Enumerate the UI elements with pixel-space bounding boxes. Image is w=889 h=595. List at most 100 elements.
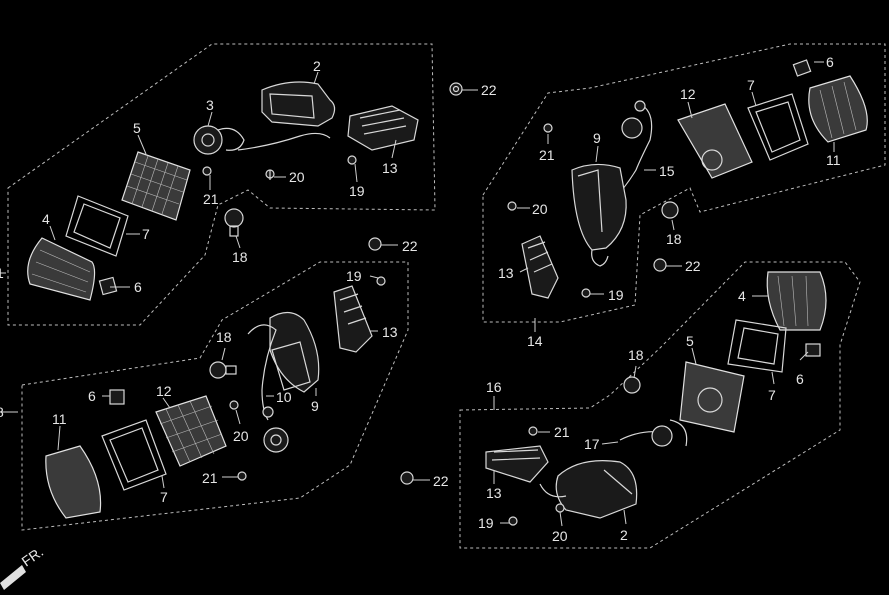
callout-4: 4 xyxy=(738,288,746,304)
callout-19: 19 xyxy=(346,268,362,284)
callout-18: 18 xyxy=(232,249,248,265)
callout-4: 4 xyxy=(42,211,50,227)
nut-icon xyxy=(400,471,414,485)
callout-2: 2 xyxy=(313,58,321,74)
callout-6: 6 xyxy=(88,388,96,404)
callout-18: 18 xyxy=(628,347,644,363)
clip-icon xyxy=(109,389,125,405)
nut-icon xyxy=(449,82,463,96)
group-4-parts xyxy=(400,271,827,526)
callout-15: 15 xyxy=(659,163,675,179)
callout-17: 17 xyxy=(584,436,600,452)
nut-icon xyxy=(368,237,382,251)
callout-6: 6 xyxy=(134,279,142,295)
bulb-socket-icon xyxy=(621,117,643,139)
margin-label-1: 1 xyxy=(0,265,4,281)
headlight-housing-icon xyxy=(261,81,336,127)
callout-16: 16 xyxy=(486,379,502,395)
relay-icon xyxy=(333,285,373,353)
callout-22: 22 xyxy=(481,82,497,98)
fr-label: FR. xyxy=(19,543,47,569)
group-3-outline xyxy=(21,261,409,531)
nut-icon xyxy=(653,258,667,272)
bulb-socket-icon xyxy=(651,425,673,447)
clip-icon xyxy=(98,276,118,296)
callout-12: 12 xyxy=(680,86,696,102)
relay-icon xyxy=(521,235,559,299)
callout-19: 19 xyxy=(608,287,624,303)
callout-13: 13 xyxy=(382,160,398,176)
margin-label-8: 8 xyxy=(0,404,4,420)
reflector-housing-icon xyxy=(679,361,745,433)
lens-cover-icon xyxy=(27,237,96,301)
relay-icon xyxy=(347,105,419,151)
callout-9: 9 xyxy=(593,130,601,146)
group-3-parts xyxy=(45,237,386,519)
callout-20: 20 xyxy=(532,201,548,217)
callout-22: 22 xyxy=(685,258,701,274)
group-2-parts xyxy=(507,59,868,299)
lens-cover-icon xyxy=(766,271,827,331)
callout-14: 14 xyxy=(527,333,543,349)
callout-9: 9 xyxy=(311,398,319,414)
taillight-housing-icon xyxy=(269,311,320,393)
relay-icon xyxy=(485,445,549,483)
headlight-housing-icon xyxy=(555,460,638,519)
front-arrow-icon xyxy=(0,565,26,590)
callout-18: 18 xyxy=(216,329,232,345)
reflector-housing-icon xyxy=(677,103,753,179)
gasket-icon xyxy=(101,419,167,491)
clip-icon xyxy=(805,343,821,357)
gasket-icon xyxy=(727,319,787,373)
callout-7: 7 xyxy=(142,226,150,242)
tail-lens-icon xyxy=(808,75,868,143)
gasket-icon xyxy=(65,195,129,257)
reflector-grid-icon xyxy=(155,395,227,467)
lens-grid-icon xyxy=(121,151,191,221)
callout-5: 5 xyxy=(686,333,694,349)
callout-21: 21 xyxy=(539,147,555,163)
callout-2: 2 xyxy=(620,527,628,543)
gasket-icon xyxy=(747,93,809,161)
taillight-housing-icon xyxy=(571,163,627,251)
callout-11: 11 xyxy=(826,152,841,168)
bulb-socket-icon xyxy=(263,427,289,453)
callout-10: 10 xyxy=(276,389,292,405)
callout-21: 21 xyxy=(554,424,570,440)
group-2-outline xyxy=(482,43,886,323)
callout-20: 20 xyxy=(233,428,249,444)
callout-22: 22 xyxy=(402,238,418,254)
callout-13: 13 xyxy=(498,265,514,281)
clip-icon xyxy=(792,59,812,77)
group-1-parts xyxy=(27,81,463,301)
callout-7: 7 xyxy=(768,387,776,403)
callout-20: 20 xyxy=(289,169,305,185)
bulb-icon xyxy=(623,376,641,394)
bulb-icon xyxy=(224,208,244,228)
bracket-icon xyxy=(271,341,311,391)
callout-7: 7 xyxy=(160,489,168,505)
screw-icon xyxy=(202,166,212,176)
callout-21: 21 xyxy=(202,470,218,486)
callout-21: 21 xyxy=(203,191,219,207)
callout-5: 5 xyxy=(133,120,141,136)
callout-6: 6 xyxy=(826,54,834,70)
bulb-icon xyxy=(209,361,227,379)
group-1-outline xyxy=(7,43,436,326)
callout-19: 19 xyxy=(478,515,494,531)
callout-12: 12 xyxy=(156,383,172,399)
callout-6: 6 xyxy=(796,371,804,387)
tail-lens-icon xyxy=(45,445,102,519)
callout-22: 22 xyxy=(433,473,449,489)
bulb-icon xyxy=(661,201,679,219)
callout-20: 20 xyxy=(552,528,568,544)
callout-19: 19 xyxy=(349,183,365,199)
callout-11: 11 xyxy=(52,411,67,427)
callout-3: 3 xyxy=(206,97,214,113)
bulb-socket-icon xyxy=(193,125,223,155)
callout-13: 13 xyxy=(486,485,502,501)
callout-18: 18 xyxy=(666,231,682,247)
callout-7: 7 xyxy=(747,77,755,93)
callout-13: 13 xyxy=(382,324,398,340)
